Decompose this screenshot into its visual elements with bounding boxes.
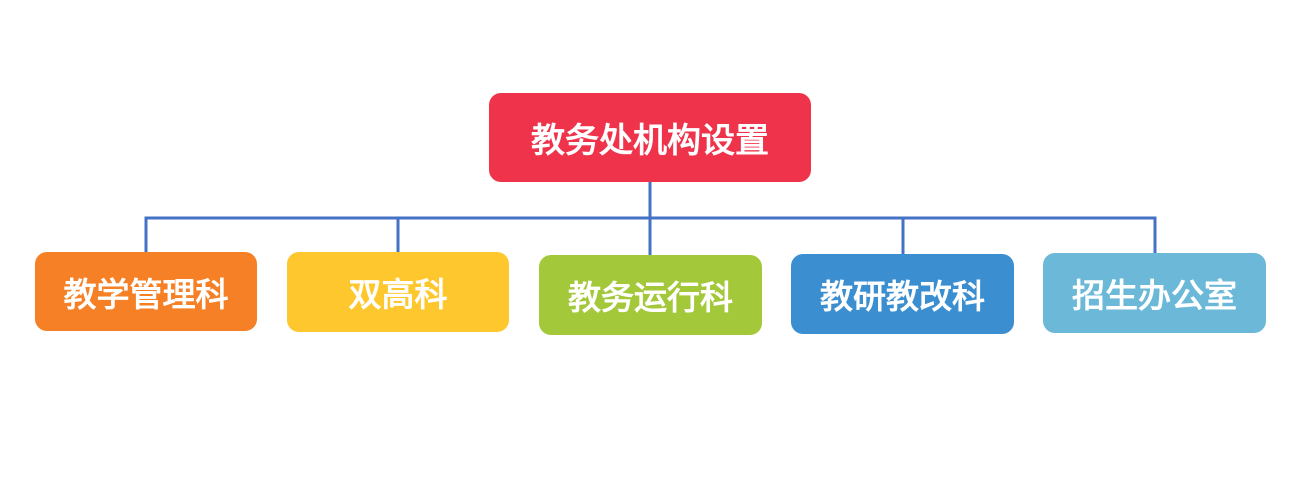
root-node: 教务处机构设置 — [489, 93, 811, 182]
child-node-label: 招生办公室 — [1072, 276, 1237, 315]
child-node-label: 教学管理科 — [63, 274, 229, 314]
child-node-double-high: 双高科 — [287, 252, 509, 332]
child-node-label: 教务运行科 — [568, 278, 733, 317]
child-node-teaching-management: 教学管理科 — [35, 252, 257, 331]
child-node-label: 双高科 — [348, 275, 448, 314]
child-node-academic-operations: 教务运行科 — [539, 255, 762, 335]
root-node-label: 教务处机构设置 — [531, 121, 769, 161]
child-node-teaching-research-reform: 教研教改科 — [791, 254, 1014, 334]
child-node-admissions-office: 招生办公室 — [1043, 253, 1266, 333]
child-node-label: 教研教改科 — [820, 277, 985, 316]
